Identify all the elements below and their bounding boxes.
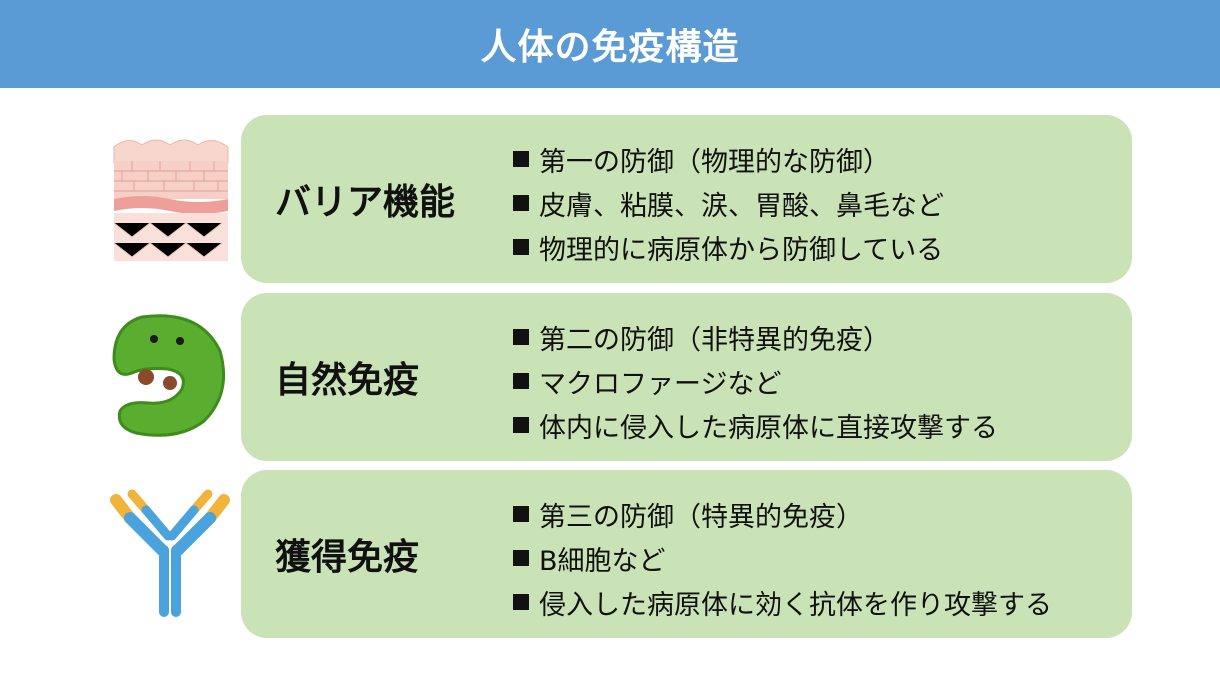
- list-item: 第一の防御（物理的な防御）: [513, 137, 944, 181]
- square-bullet-icon: [513, 506, 529, 522]
- page-title: 人体の免疫構造: [480, 27, 740, 68]
- list-item: 体内に侵入した病原体に直接攻撃する: [513, 403, 998, 447]
- square-bullet-icon: [513, 417, 529, 433]
- skin-layers-icon: [112, 133, 230, 263]
- list-item: 第二の防御（非特異的免疫）: [513, 315, 998, 359]
- list-item: 皮膚、粘膜、涙、胃酸、鼻毛など: [513, 181, 944, 225]
- list-item: 侵入した病原体に効く抗体を作り攻撃する: [513, 580, 1052, 624]
- list-item: マクロファージなど: [513, 359, 998, 403]
- card-title: バリア機能: [275, 182, 456, 223]
- acquired-card: 獲得免疫 第三の防御（特異的免疫） B細胞など 侵入した病原体に効く抗体を作り攻…: [241, 470, 1132, 638]
- bullet-list: 第一の防御（物理的な防御） 皮膚、粘膜、涙、胃酸、鼻毛など 物理的に病原体から防…: [513, 137, 944, 269]
- square-bullet-icon: [513, 195, 529, 211]
- square-bullet-icon: [513, 329, 529, 345]
- card-title: 自然免疫: [275, 360, 420, 401]
- innate-card: 自然免疫 第二の防御（非特異的免疫） マクロファージなど 体内に侵入した病原体に…: [241, 293, 1132, 461]
- square-bullet-icon: [513, 151, 529, 167]
- row-innate: 自然免疫 第二の防御（非特異的免疫） マクロファージなど 体内に侵入した病原体に…: [0, 293, 1220, 461]
- square-bullet-icon: [513, 239, 529, 255]
- list-item: B細胞など: [513, 536, 1052, 580]
- card-title: 獲得免疫: [275, 537, 420, 578]
- bullet-list: 第二の防御（非特異的免疫） マクロファージなど 体内に侵入した病原体に直接攻撃す…: [513, 315, 998, 447]
- header-bar: 人体の免疫構造: [0, 0, 1220, 88]
- macrophage-icon: [108, 309, 232, 439]
- bullet-list: 第三の防御（特異的免疫） B細胞など 侵入した病原体に効く抗体を作り攻撃する: [513, 492, 1052, 624]
- square-bullet-icon: [513, 373, 529, 389]
- antibody-icon: [104, 486, 236, 620]
- square-bullet-icon: [513, 594, 529, 610]
- square-bullet-icon: [513, 550, 529, 566]
- list-item: 第三の防御（特異的免疫）: [513, 492, 1052, 536]
- barrier-card: バリア機能 第一の防御（物理的な防御） 皮膚、粘膜、涙、胃酸、鼻毛など 物理的に…: [241, 115, 1132, 283]
- row-barrier: バリア機能 第一の防御（物理的な防御） 皮膚、粘膜、涙、胃酸、鼻毛など 物理的に…: [0, 115, 1220, 283]
- list-item: 物理的に病原体から防御している: [513, 225, 944, 269]
- row-acquired: 獲得免疫 第三の防御（特異的免疫） B細胞など 侵入した病原体に効く抗体を作り攻…: [0, 470, 1220, 638]
